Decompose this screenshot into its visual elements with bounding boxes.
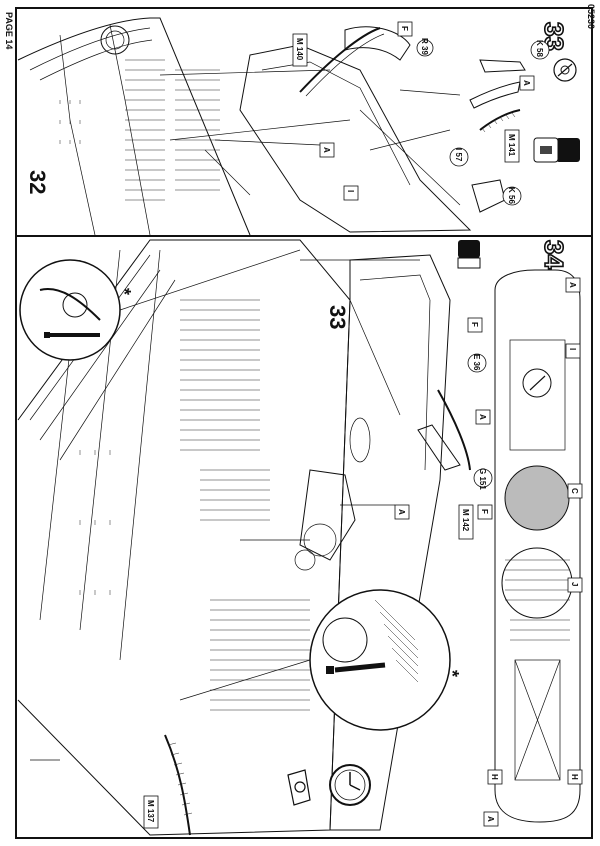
label-g151: G 151 (473, 468, 493, 490)
label-m140: M 140 (292, 33, 308, 67)
drying-time-clock-icon (329, 764, 371, 806)
svg-text:F: F (470, 322, 479, 327)
svg-text:R 39: R 39 (420, 38, 429, 55)
svg-text:A: A (322, 147, 331, 153)
page-frame (15, 7, 593, 839)
svg-text:H: H (490, 774, 499, 780)
label-a-flag-2: A (319, 142, 335, 158)
svg-text:I: I (346, 190, 355, 192)
svg-text:I 57: I 57 (454, 148, 463, 162)
hull-stern-outline (17, 17, 251, 236)
svg-text:M 140: M 140 (295, 38, 304, 61)
label-h-flag-2: H (567, 769, 583, 785)
part-a-curve-1 (469, 81, 521, 109)
svg-text:F: F (400, 26, 409, 31)
svg-text:K 56: K 56 (507, 187, 516, 204)
svg-text:J: J (570, 582, 579, 586)
label-a-bottom: A (483, 811, 499, 827)
label-i-flag: I (343, 185, 359, 201)
part-g151 (417, 424, 461, 471)
step-32-panel: 32 (17, 17, 580, 236)
step-34-sub-step: 33 (325, 305, 350, 329)
page-label: PAGE 14 (4, 12, 14, 49)
deck-plate-i (239, 44, 472, 233)
part-r39 (344, 26, 411, 61)
svg-text:F: F (480, 509, 489, 514)
kit-number: 05230 (586, 4, 596, 29)
svg-text:E 36: E 36 (472, 354, 481, 371)
svg-text:A: A (478, 414, 487, 420)
repeat-view-icon (287, 769, 311, 806)
deck-windows (59, 59, 220, 201)
stern-rail (164, 734, 191, 836)
svg-text:M 141: M 141 (507, 134, 516, 157)
svg-text:G 151: G 151 (478, 468, 487, 490)
svg-text:C: C (570, 488, 579, 494)
part-e36-curve (437, 389, 471, 471)
label-h-flag-1: H (487, 769, 503, 785)
svg-text:H: H (570, 774, 579, 780)
part-m141 (479, 109, 521, 131)
detail-callout-1: * (19, 249, 301, 361)
label-e36: E 36 (467, 353, 487, 373)
paint-bottle-icon (457, 240, 481, 269)
label-a-top: A (565, 277, 581, 293)
label-a-mid: A (475, 409, 491, 425)
hull-windows (79, 299, 310, 711)
label-k58: K 58 (530, 40, 550, 60)
label-m142: M 142 (458, 504, 474, 540)
callout-symbol-1: * (114, 288, 134, 295)
svg-text:A: A (522, 80, 531, 86)
svg-text:M 142: M 142 (461, 509, 470, 532)
label-r39: R 39 (416, 38, 434, 57)
label-f-flag: F (397, 21, 413, 37)
step-34-number: 34 (539, 240, 569, 269)
svg-text:A: A (397, 509, 406, 515)
label-j-flag: J (567, 577, 583, 593)
step-32-number: 32 (25, 170, 50, 194)
deck-plan-strip (494, 269, 581, 823)
part-k56 (471, 179, 506, 213)
paint-bottle-icon (533, 137, 580, 163)
part-k58 (479, 59, 526, 73)
label-f-small: F (477, 504, 493, 520)
svg-text:A: A (486, 816, 495, 822)
label-a-flag-1: A (519, 75, 535, 91)
detail-callout-2: * (179, 589, 462, 731)
label-c-flag: C (567, 483, 583, 499)
label-f-flag: F (467, 317, 483, 333)
svg-text:I: I (568, 348, 577, 350)
no-glue-icon (553, 58, 577, 82)
rail-m140 (299, 27, 381, 93)
label-i-flag: I (565, 343, 581, 359)
label-i57: I 57 (449, 147, 469, 167)
callout-symbol-2: * (442, 670, 462, 677)
svg-text:M 137: M 137 (146, 800, 155, 823)
deck-plate-large (329, 254, 451, 831)
label-m141: M 141 (504, 129, 520, 163)
stern-ring (100, 25, 130, 55)
svg-text:A: A (568, 282, 577, 288)
label-m137: M 137 (143, 795, 159, 829)
svg-text:K 58: K 58 (535, 40, 544, 57)
step-34-panel: 34 33 (17, 239, 583, 836)
deck-fitting (299, 469, 356, 561)
label-a-deck: A (394, 504, 410, 520)
label-k56: K 56 (502, 186, 522, 206)
